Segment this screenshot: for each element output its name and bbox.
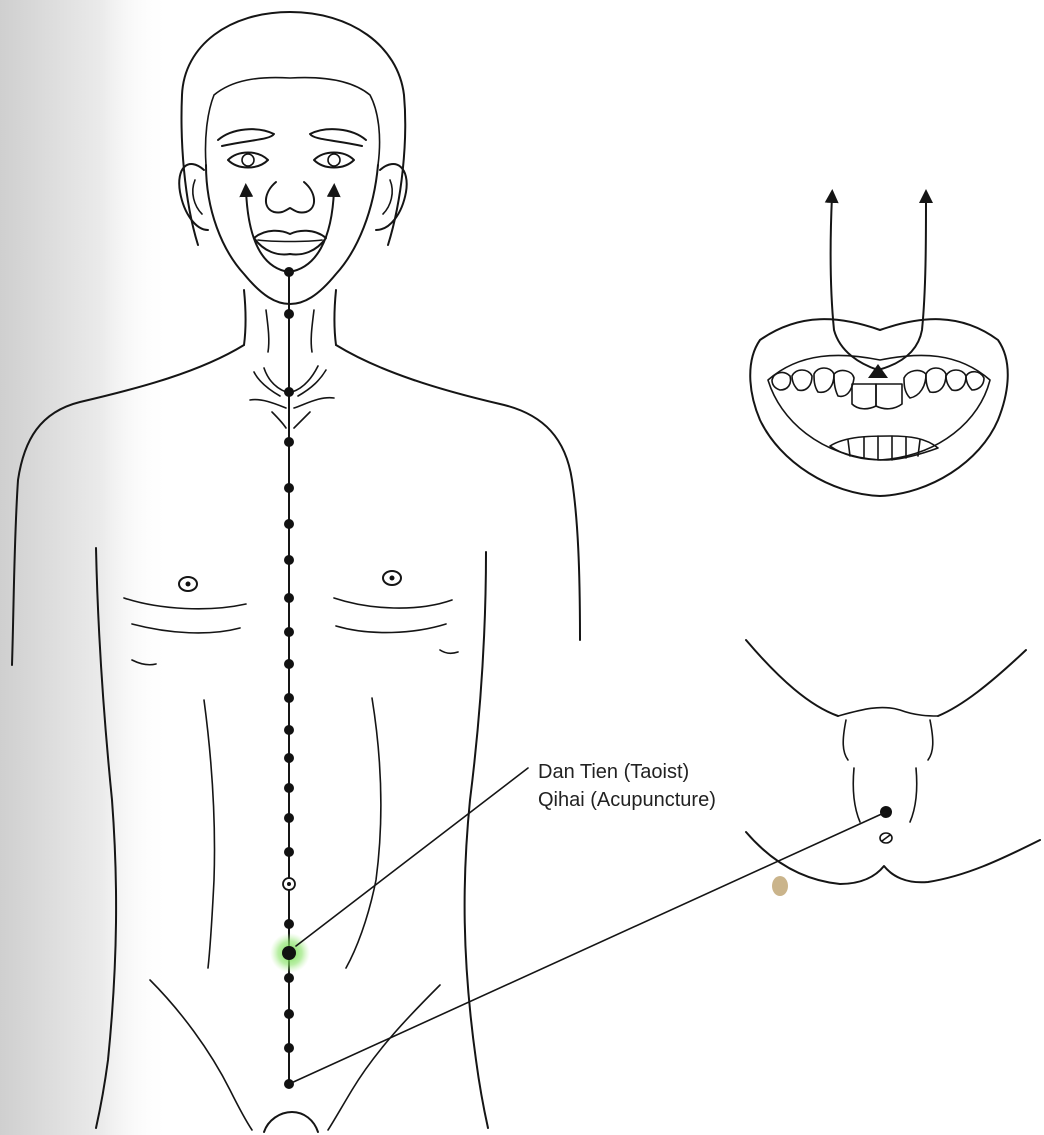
perineum-inset — [746, 640, 1040, 896]
meridian-point — [284, 309, 294, 319]
meridian-point — [284, 593, 294, 603]
scan-shadow — [0, 0, 170, 1135]
meridian-point — [284, 1043, 294, 1053]
right-shoulder-arm — [336, 345, 580, 640]
left-nipple — [179, 577, 197, 591]
meridian-point — [284, 753, 294, 763]
right-nipple — [383, 571, 401, 585]
clavicle-marks — [250, 366, 334, 428]
right-groin — [328, 985, 440, 1130]
torso-right-side — [465, 552, 488, 1128]
meridian-point — [284, 919, 294, 929]
left-eye — [228, 153, 268, 168]
lower-teeth — [830, 436, 938, 460]
meridian-point-dan-tien — [282, 946, 296, 960]
perineum-left-thigh — [746, 640, 838, 716]
neck-right — [335, 290, 337, 345]
meridian-point — [284, 627, 294, 637]
neck-left — [244, 290, 246, 345]
right-abdomen-contour — [346, 698, 381, 968]
meridian-point — [284, 659, 294, 669]
meridian-point — [284, 813, 294, 823]
meridian-point — [284, 1009, 294, 1019]
meridian-point — [284, 847, 294, 857]
meridian-point — [284, 783, 294, 793]
paper-stain — [772, 876, 788, 896]
inset-right-arrow — [878, 196, 926, 370]
left-abdomen-contour — [204, 700, 215, 968]
meridian-point — [284, 519, 294, 529]
mouth-inset — [750, 196, 1008, 496]
meridian-point — [284, 483, 294, 493]
meridian-point-navel-center — [287, 882, 291, 886]
dan-tien-leader-line — [296, 768, 528, 946]
jaw — [206, 165, 378, 304]
label-dan-tien: Dan Tien (Taoist) — [538, 761, 689, 783]
right-pec — [334, 598, 458, 653]
left-eyebrow — [218, 129, 274, 146]
meridian-point — [284, 555, 294, 565]
conception-vessel — [270, 267, 310, 1089]
meridian-point — [284, 387, 294, 397]
right-eyebrow — [310, 129, 366, 146]
buttocks — [746, 832, 1040, 884]
meridian-point — [284, 693, 294, 703]
meridian-point — [284, 973, 294, 983]
anus-mark — [880, 833, 892, 843]
genital-outline — [264, 1112, 318, 1132]
nose — [266, 182, 314, 213]
perineum-top — [838, 708, 938, 716]
hairline — [205, 78, 379, 165]
mouth — [254, 231, 326, 255]
palate-point-arrow — [868, 364, 888, 378]
meridian-point — [284, 725, 294, 735]
right-eye — [314, 153, 354, 168]
label-qihai: Qihai (Acupuncture) — [538, 789, 716, 811]
perineum-right-thigh — [938, 650, 1026, 716]
meridian-point — [284, 437, 294, 447]
inset-left-arrow — [831, 196, 878, 370]
